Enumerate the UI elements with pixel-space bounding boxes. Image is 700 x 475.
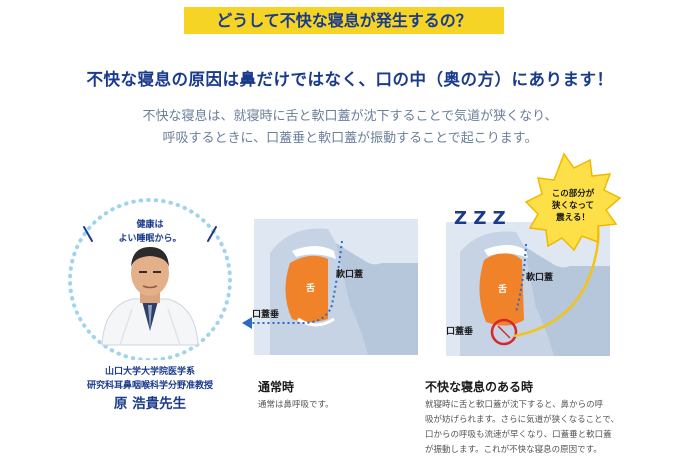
snore-body-line-2: 吸が妨げられます。さらに気道が狭くなることで、 [425,415,620,425]
callout-text-2: 狭くなって [551,200,594,211]
snore-caption-title: 不快な寝息のある時 [425,380,534,394]
callout-text-3: 震える！ [555,212,590,223]
tongue-shape-2 [479,253,524,326]
neck-area-2 [524,246,610,356]
vibration-mark [497,325,511,339]
accent-line-right [207,226,217,242]
bubble-text-1: 健康は [136,218,163,230]
snore-body-line-3: 口からの呼吸も流速が早くなり、口蓋垂と軟口蓋 [425,430,612,440]
doctor-affiliation-1: 山口大学大学院医学系 [104,367,195,377]
soft-palate-shape-2 [484,245,528,258]
lead-line-2: 呼吸するときに、口蓋垂と軟口蓋が振動することで起こります。 [162,131,538,146]
label-uvula-2: 口蓋垂 [446,325,473,337]
lead-text: 不快な寝息は、就寝時に舌と軟口蓋が沈下することで気道が狭くなり、 呼吸するときに… [0,106,700,150]
normal-caption-title: 通常時 [258,380,295,394]
zzz-icon: Z Z Z [454,208,506,229]
airflow-path-2 [515,243,527,313]
tongue-shape [285,255,328,322]
accent-line-left [83,226,93,242]
callout-starburst [524,152,622,252]
label-soft-palate: 軟口蓋 [336,268,363,280]
vibration-highlight [490,318,518,346]
doctor-name: 原 浩貴先生 [113,396,187,412]
doctor-affiliation-2: 研究科耳鼻咽喉科学分野准教授 [86,381,213,391]
bubble-text-2: よい睡眠から。 [118,232,181,244]
snore-caption-body: 就寝時に舌と軟口蓋が沈下すると、鼻からの呼 吸が妨げられます。さらに気道が狭くな… [425,398,655,458]
airflow-arrow-icon [242,317,252,329]
neck-area [336,243,418,355]
diagram-normal-breathing: 舌 軟口蓋 口蓋垂 [242,219,418,355]
normal-caption-body: 通常は鼻呼吸です。 [258,400,334,410]
label-uvula: 口蓋垂 [252,308,279,320]
headline: 不快な寝息の原因は鼻だけではなく、口の中（奥の方）にあります！ [86,70,614,89]
lead-line-1: 不快な寝息は、就寝時に舌と軟口蓋が沈下することで気道が狭くなり、 [142,109,558,124]
label-soft-palate-2: 軟口蓋 [526,271,553,283]
snore-body-line-4: が振動します。これが不快な寝息の原因です。 [425,445,602,455]
callout-text-1: この部分が [552,188,595,199]
label-tongue-2: 舌 [498,283,507,295]
section-badge: どうして不快な寝息が発生するの？ [184,7,504,34]
lower-jaw-line [297,317,335,327]
snore-body-line-1: 就寝時に舌と軟口蓋が沈下すると、鼻からの呼 [425,400,604,410]
label-tongue: 舌 [306,282,315,294]
diagram-snoring: この部分が 狭くなって 震える！ Z Z Z 舌 軟口蓋 口蓋垂 [446,152,622,356]
soft-palate-shape [292,246,336,259]
doctor-portrait: 健康は よい睡眠から。 [68,198,232,360]
doctor-figure [101,247,199,346]
